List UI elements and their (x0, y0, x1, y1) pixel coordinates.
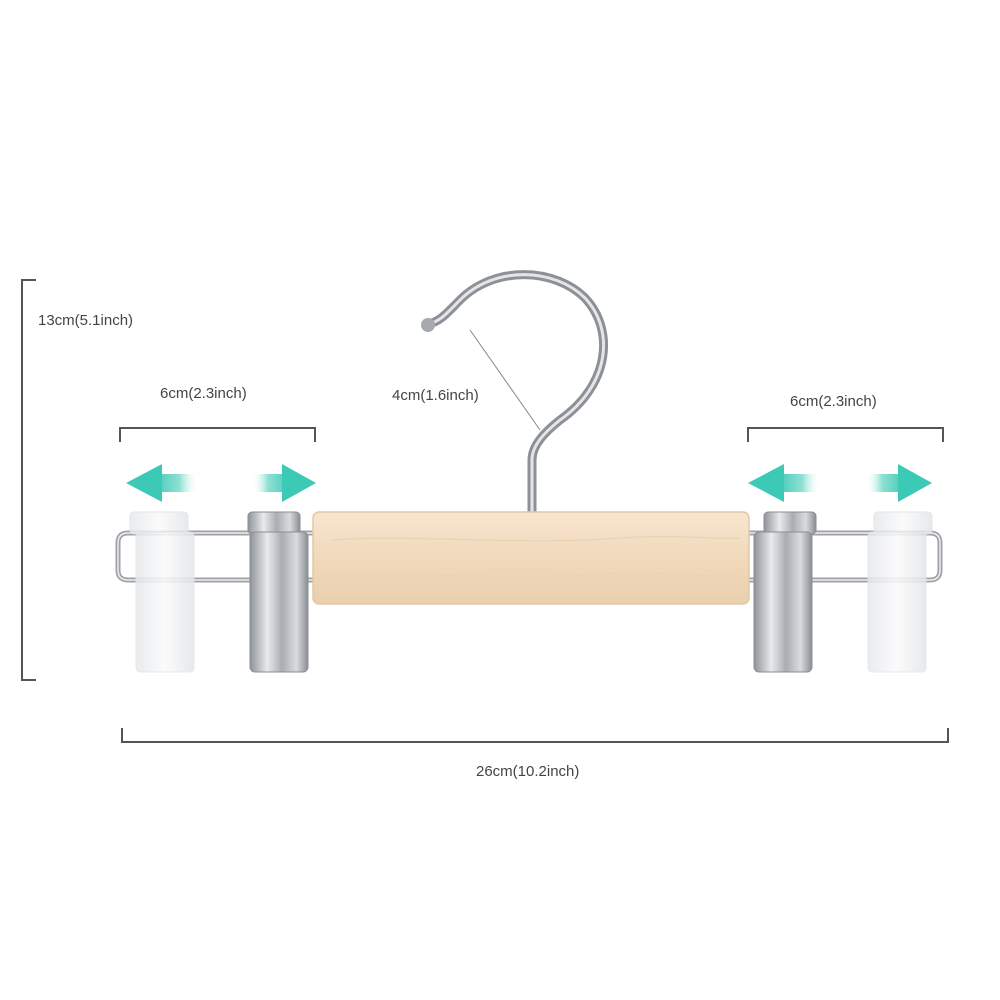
wooden-bar (312, 511, 750, 605)
right-clip-range-label: 6cm(2.3inch) (790, 393, 877, 410)
wire-frame (115, 530, 943, 583)
clip-icon (753, 511, 817, 673)
total-width-bracket (121, 728, 949, 743)
hook-diameter-label: 4cm(1.6inch) (392, 387, 479, 404)
height-dimension-line (21, 279, 36, 681)
right-clip-range-bracket (747, 427, 944, 442)
clip-icon (867, 511, 933, 673)
left-clip-range-bracket (119, 427, 316, 442)
arrow-right-icon (252, 464, 316, 502)
height-label: 13cm(5.1inch) (38, 312, 134, 329)
hook-icon (421, 270, 609, 517)
left-clip-range-label: 6cm(2.3inch) (160, 385, 247, 402)
arrow-right-icon (866, 464, 932, 502)
arrow-left-icon (126, 464, 198, 502)
clip-icon (247, 511, 309, 673)
arrow-left-icon (748, 464, 820, 502)
clip-icon (129, 511, 195, 673)
total-width-label: 26cm(10.2inch) (476, 763, 580, 780)
